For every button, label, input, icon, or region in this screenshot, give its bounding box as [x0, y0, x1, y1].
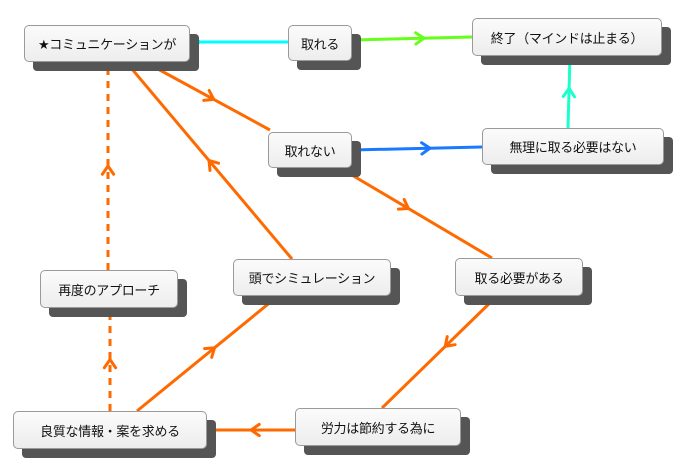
arrowhead-icon: [561, 85, 577, 99]
node-save-effort[interactable]: 労力は節約する為に: [295, 408, 470, 455]
node-label: 労力は節約する為に: [320, 421, 436, 437]
node-label: 無理に取る必要はない: [509, 141, 637, 156]
arrowhead-icon: [414, 31, 427, 46]
arrowhead-icon: [202, 88, 217, 102]
node-need-take[interactable]: 取る必要がある: [455, 258, 592, 305]
arrowhead-icon: [100, 163, 116, 176]
node-end[interactable]: 終了（マインドは止まる）: [472, 18, 671, 65]
node-label: 取る必要がある: [474, 271, 564, 287]
edge-cannot-take-to-no-need: [351, 145, 483, 152]
edge-communication-to-cannot-take: [144, 60, 271, 132]
node-label: 再度のアプローチ: [58, 283, 160, 299]
edge-can-take-to-end: [351, 35, 473, 42]
edge-seek-info-to-simulate: [136, 294, 279, 413]
arrowhead-icon: [207, 158, 221, 172]
node-label: 良質な情報・案を求める: [40, 424, 180, 440]
node-label: 終了（マインドは止まる）: [490, 31, 644, 47]
node-communication[interactable]: ★コミュニケーションが: [24, 25, 199, 71]
node-cannot-take[interactable]: 取れない: [268, 132, 361, 177]
arrowhead-icon: [396, 197, 411, 211]
edge-no-need-to-end: [566, 55, 572, 129]
arrowhead-icon: [443, 335, 457, 349]
edge-need-take-to-save-effort: [380, 294, 499, 410]
node-re-approach[interactable]: 再度のアプローチ: [40, 270, 187, 317]
arrowhead-icon: [420, 141, 433, 156]
node-label: ★コミュニケーションが: [37, 38, 177, 53]
edge-cannot-take-to-need-take: [339, 166, 493, 260]
arrowhead-icon: [248, 422, 261, 438]
node-can-take[interactable]: 取れる: [288, 25, 361, 70]
node-no-need[interactable]: 無理に取る必要はない: [482, 128, 673, 174]
node-label: 取れる: [300, 37, 340, 53]
node-label: 取れない: [284, 144, 336, 160]
node-simulate[interactable]: 頭でシミュレーション: [233, 259, 400, 305]
arrowhead-icon: [203, 346, 217, 359]
node-seek-info[interactable]: 良質な情報・案を求める: [13, 411, 216, 458]
node-label: 頭でシミュレーション: [248, 272, 376, 287]
arrowhead-icon: [102, 356, 118, 370]
